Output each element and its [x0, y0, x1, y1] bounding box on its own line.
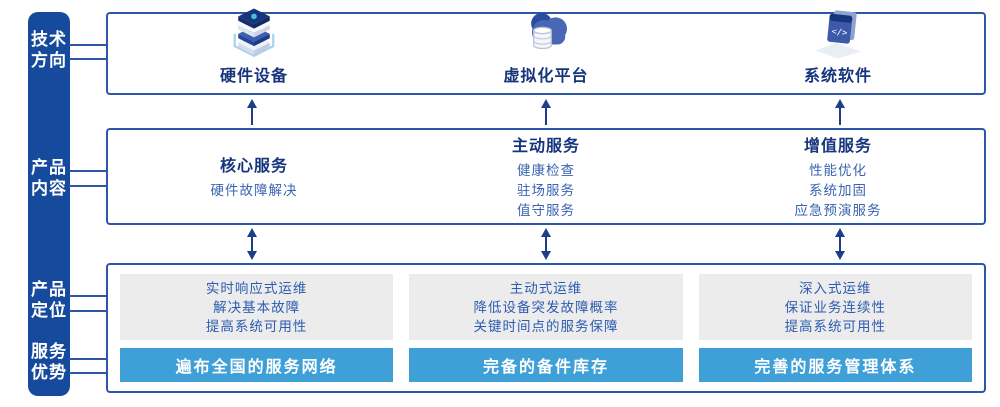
product-positioning-box: 实时响应式运维 解决基本故障 提高系统可用性 遍布全国的服务网络 主动式运维 降… — [106, 263, 986, 393]
positioning-line: 提高系统可用性 — [205, 318, 308, 334]
positioning-line: 提高系统可用性 — [784, 318, 887, 334]
up-arrow — [247, 99, 257, 125]
connector-line — [69, 170, 107, 172]
service-item: 健康检查 — [517, 163, 575, 178]
service-item: 值守服务 — [517, 203, 575, 218]
positioning-line: 解决基本故障 — [213, 299, 301, 315]
positioning-line: 降低设备突发故障概率 — [473, 299, 619, 315]
positioning-line: 实时响应式运维 — [205, 280, 308, 296]
sidebar-label-tech-direction: 技术 方向 — [28, 29, 70, 71]
tech-item-virtualization: 虚拟化平台 — [400, 13, 692, 93]
positioning-line: 主动式运维 — [509, 280, 583, 296]
tech-item-label: 虚拟化平台 — [503, 68, 589, 85]
double-arrow — [247, 228, 257, 260]
up-arrow — [541, 99, 551, 125]
cloud-database-icon — [518, 8, 574, 60]
tech-item-label: 系统软件 — [803, 68, 872, 85]
sidebar-label-line: 产品 — [31, 280, 67, 299]
server-stack-icon — [226, 6, 282, 60]
double-arrow — [541, 228, 551, 260]
advantage-bar: 遍布全国的服务网络 — [120, 348, 394, 382]
service-heading: 主动服务 — [511, 138, 580, 155]
connector-line — [69, 372, 107, 374]
sidebar-label-line: 技术 — [31, 30, 67, 49]
advantage-bar: 完备的备件库存 — [409, 348, 683, 382]
service-item: 硬件故障解决 — [210, 183, 298, 198]
service-item: 性能优化 — [809, 163, 867, 178]
connector-line — [69, 185, 107, 187]
tech-item-label: 硬件设备 — [219, 68, 288, 85]
double-arrow — [835, 228, 845, 260]
positioning-line: 关键时间点的服务保障 — [473, 318, 619, 334]
sidebar-label-service-advantage: 服务 优势 — [28, 341, 70, 383]
sidebar-label-line: 产品 — [31, 158, 67, 177]
sidebar-label-line: 内容 — [31, 179, 67, 198]
service-item: 应急预演服务 — [794, 203, 882, 218]
product-content-box: 核心服务 硬件故障解决 主动服务 健康检查 驻场服务 值守服务 增值服务 性能优… — [106, 128, 986, 225]
service-heading: 核心服务 — [219, 158, 288, 175]
advantage-bar: 完善的服务管理体系 — [698, 348, 972, 382]
tech-direction-box: 硬件设备 虚拟化平台 — [106, 8, 986, 95]
service-item: 驻场服务 — [517, 183, 575, 198]
sidebar-label-line: 定位 — [31, 301, 67, 320]
connector-line — [69, 358, 107, 360]
code-window-icon: </> — [810, 8, 866, 60]
service-col-proactive: 主动服务 健康检查 驻场服务 值守服务 — [400, 130, 692, 223]
positioning-panel: 主动式运维 降低设备突发故障概率 关键时间点的服务保障 — [409, 274, 683, 340]
service-col-value-added: 增值服务 性能优化 系统加固 应急预演服务 — [692, 130, 984, 223]
positioning-panel: 深入式运维 保证业务连续性 提高系统可用性 — [698, 274, 972, 340]
connector-line — [69, 44, 107, 46]
sidebar-label-line: 服务 — [31, 342, 67, 361]
sidebar-label-product-positioning: 产品 定位 — [28, 279, 70, 321]
up-arrow — [835, 99, 845, 125]
connector-line — [69, 295, 107, 297]
sidebar-label-product-content: 产品 内容 — [28, 157, 70, 199]
positioning-col-proactive: 主动式运维 降低设备突发故障概率 关键时间点的服务保障 完备的备件库存 — [409, 274, 683, 382]
svg-text:</>: </> — [831, 27, 848, 39]
positioning-line: 深入式运维 — [799, 280, 872, 296]
sidebar: 技术 方向 产品 内容 产品 定位 服务 优势 — [28, 12, 70, 396]
service-item: 系统加固 — [809, 183, 867, 198]
positioning-line: 保证业务连续性 — [784, 299, 887, 315]
service-col-core: 核心服务 硬件故障解决 — [108, 130, 400, 223]
sidebar-label-line: 优势 — [31, 363, 67, 382]
service-heading: 增值服务 — [803, 138, 872, 155]
sidebar-label-line: 方向 — [31, 51, 67, 70]
tech-item-system-software: </> 系统软件 — [692, 10, 984, 93]
connector-line — [69, 58, 107, 60]
positioning-col-indepth: 深入式运维 保证业务连续性 提高系统可用性 完善的服务管理体系 — [698, 274, 972, 382]
tech-item-hardware: 硬件设备 — [108, 8, 400, 93]
positioning-col-realtime: 实时响应式运维 解决基本故障 提高系统可用性 遍布全国的服务网络 — [120, 274, 394, 382]
connector-line — [69, 310, 107, 312]
positioning-panel: 实时响应式运维 解决基本故障 提高系统可用性 — [120, 274, 394, 340]
